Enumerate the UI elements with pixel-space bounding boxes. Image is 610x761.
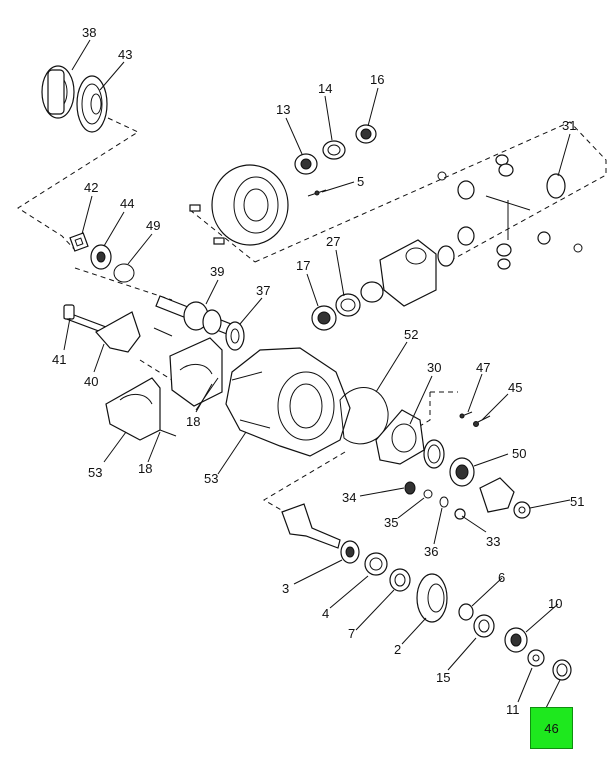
callout-13: 13: [276, 102, 290, 117]
part-44-bearing: [90, 244, 112, 270]
callout-38: 38: [82, 25, 96, 40]
part-45-bolt: [473, 415, 491, 427]
callout-44: 44: [120, 196, 134, 211]
part-17-bearing: [311, 305, 337, 331]
part-pinion-gear: [281, 503, 341, 549]
callout-18-lower: 18: [138, 461, 152, 476]
callout-49: 49: [146, 218, 160, 233]
highlighted-part-46-marker[interactable]: 46: [530, 707, 573, 749]
callout-41: 41: [52, 352, 66, 367]
callout-51: 51: [570, 494, 584, 509]
part-52-gasket: [339, 387, 389, 445]
part-6-spacer: [458, 603, 474, 621]
callout-35: 35: [384, 515, 398, 530]
leader-lines: [63, 39, 571, 709]
part-13-bearing: [294, 153, 318, 175]
part-51-nut: [513, 501, 531, 519]
part-38-differential-case: [41, 65, 75, 119]
part-11-nut: [527, 649, 545, 667]
callout-2: 2: [394, 642, 401, 657]
callout-53-left: 53: [88, 465, 102, 480]
part-housing: [225, 347, 351, 457]
part-15-race: [473, 614, 495, 638]
part-37-gear: [225, 321, 245, 351]
callout-47: 47: [476, 360, 490, 375]
callout-31: 31: [562, 118, 576, 133]
callout-4: 4: [322, 606, 329, 621]
part-31-differential-gears: [437, 154, 583, 270]
callout-14: 14: [318, 81, 332, 96]
callout-11: 11: [506, 702, 520, 717]
callout-34: 34: [342, 490, 356, 505]
callout-33: 33: [486, 534, 500, 549]
part-7-shim: [389, 568, 411, 592]
callout-30: 30: [427, 360, 441, 375]
part-50-seal: [449, 457, 475, 487]
callout-46-label: 46: [544, 720, 559, 736]
part-yoke: [479, 477, 515, 513]
callout-40: 40: [84, 374, 98, 389]
part-bolts-small: [189, 204, 225, 245]
part-46-seal: [552, 659, 572, 681]
callout-16: 16: [370, 72, 384, 87]
part-53-bearing-cap-upper: [169, 337, 223, 407]
part-47-bolt: [459, 411, 473, 419]
callout-27: 27: [326, 234, 340, 249]
part-5-bolt: [307, 189, 327, 197]
callout-36: 36: [424, 544, 438, 559]
part-carrier-case: [379, 239, 455, 307]
part-4-race: [364, 552, 388, 576]
part-34-gear: [404, 481, 416, 495]
callout-50: 50: [512, 446, 526, 461]
callout-6: 6: [498, 570, 505, 585]
callout-7: 7: [348, 626, 355, 641]
part-ring-gear: [211, 164, 289, 246]
callout-18-upper: 18: [186, 414, 200, 429]
callout-52: 52: [404, 327, 418, 342]
callout-42: 42: [84, 180, 98, 195]
callout-45: 45: [508, 380, 522, 395]
callout-15: 15: [436, 670, 450, 685]
part-39-shaft: [155, 295, 237, 337]
part-race-sleeve: [423, 439, 445, 469]
part-35-washer: [423, 489, 433, 499]
part-14-race: [322, 140, 346, 160]
part-42-washer: [69, 232, 89, 252]
callout-39: 39: [210, 264, 224, 279]
callout-labels: 38 43 13 14 16 31 5 42 44 49 39 17 27 37…: [52, 25, 584, 717]
part-16-seal: [355, 124, 377, 144]
callout-5: 5: [357, 174, 364, 189]
part-small-pin: [153, 327, 173, 337]
part-36-washer: [439, 496, 449, 508]
callout-37: 37: [256, 283, 270, 298]
callout-3: 3: [282, 581, 289, 596]
part-3-bearing: [340, 540, 360, 564]
part-27-race: [335, 281, 384, 317]
part-10-bearing: [504, 627, 528, 653]
callout-10: 10: [548, 596, 562, 611]
callout-17: 17: [296, 258, 310, 273]
part-2-gear: [416, 573, 448, 623]
part-40-shift-fork: [95, 311, 141, 353]
part-49-snap-ring: [113, 263, 135, 283]
part-53-bearing-cap-left: [105, 377, 161, 441]
part-43-gear: [76, 75, 108, 133]
callout-53-center: 53: [204, 471, 218, 486]
part-30-cover: [375, 409, 425, 465]
callout-43: 43: [118, 47, 132, 62]
